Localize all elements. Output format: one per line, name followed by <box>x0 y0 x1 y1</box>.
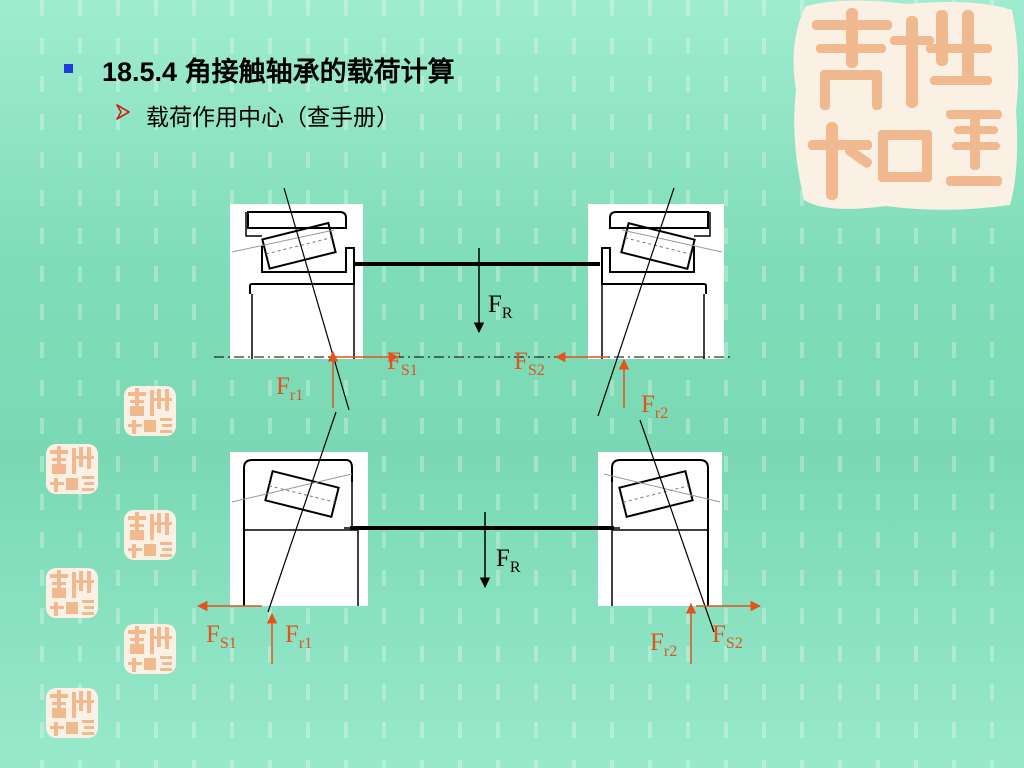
dash-column <box>800 0 804 768</box>
dash-column <box>686 0 690 768</box>
bearing-top-right <box>588 187 724 417</box>
slide-subheading: 载荷作用中心（查手册） <box>146 105 399 131</box>
small-seal-logo <box>124 386 176 436</box>
dash-column <box>192 0 196 768</box>
dash-column <box>762 0 766 768</box>
dash-column <box>648 0 652 768</box>
small-seal-logo <box>46 444 98 494</box>
dash-column <box>154 0 158 768</box>
bearing-top-left <box>230 187 363 411</box>
small-seal-logo <box>124 624 176 674</box>
small-seal-logo <box>124 510 176 560</box>
dash-column <box>306 0 310 768</box>
dash-column <box>876 0 880 768</box>
dash-column <box>914 0 918 768</box>
label-fr1-top: Fr1 <box>276 373 303 404</box>
square-bullet-icon <box>64 64 73 73</box>
dash-column <box>382 0 386 768</box>
label-fr2-bottom: Fr2 <box>650 629 677 660</box>
label-fs2-top: FS2 <box>514 348 545 379</box>
dash-column <box>990 0 994 768</box>
bearing-bottom-right <box>598 419 722 633</box>
label-fs1-top: FS1 <box>387 348 418 379</box>
small-seal-logo <box>46 688 98 738</box>
dash-column <box>458 0 462 768</box>
dash-column <box>572 0 576 768</box>
label-fs1-bottom: FS1 <box>206 621 237 652</box>
label-fs2-bottom: FS2 <box>712 621 743 652</box>
dash-column <box>838 0 842 768</box>
dash-column <box>724 0 728 768</box>
dash-column <box>268 0 272 768</box>
label-fr1-bottom: Fr1 <box>285 621 312 652</box>
dash-column <box>116 0 120 768</box>
dash-column <box>40 0 44 768</box>
dash-column <box>610 0 614 768</box>
label-fr-top: FR <box>488 291 513 322</box>
small-seal-logo <box>46 568 98 618</box>
dash-column <box>230 0 234 768</box>
dash-column <box>496 0 500 768</box>
dash-column <box>344 0 348 768</box>
arrow-bullet-icon <box>116 104 130 120</box>
slide-heading: 18.5.4 角接触轴承的载荷计算 <box>102 57 455 87</box>
dash-column <box>78 0 82 768</box>
label-fr2-top: Fr2 <box>641 391 668 422</box>
bearing-bottom-left <box>230 411 368 613</box>
dash-column <box>534 0 538 768</box>
large-seal-logo <box>793 0 1019 210</box>
label-fr-bottom: FR <box>496 545 521 576</box>
dash-column <box>420 0 424 768</box>
dash-column <box>952 0 956 768</box>
